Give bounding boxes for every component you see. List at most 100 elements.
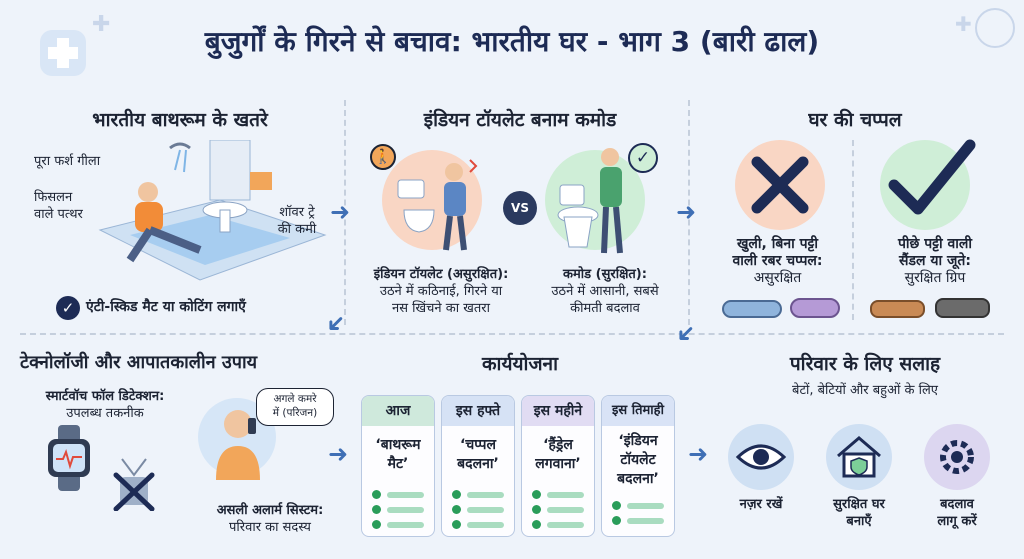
progress-row [612,516,664,525]
apply-change-label: बदलाव लागू करें [912,496,1002,530]
action-card-line-1: ‘चप्पल [460,437,496,453]
alarm-system-line-2: परिवार का सदस्य [229,520,311,535]
action-plan-title: कार्ययोजना [481,353,559,375]
indian-toilet-desc-1: उठने में कठिनाई, गिरने या [379,284,503,299]
rubber-slipper-icon [722,300,782,318]
check-icon: ✓ [56,296,80,320]
progress-row [452,490,504,499]
indian-toilet-illustration [386,150,486,260]
action-card-head: इस तिमाही [602,396,674,426]
deco-plus-icon: ✚ [955,12,972,36]
safe-home-line-1: सुरक्षित घर [833,497,885,512]
check-icon: ✓ [628,143,658,173]
commode-caption: कमोड (सुरक्षित): उठने में आसानी, सबसे की… [530,266,680,317]
gear-icon [924,424,990,490]
deco-plus-icon: ✚ [92,12,111,37]
action-card-week: इस हफ्ते ‘चप्पल बदलना’ [441,395,515,537]
arrow-right-icon: ➜ [330,198,351,226]
check-icon [880,135,980,230]
family-advice-title: परिवार के लिए सलाह [789,353,941,375]
shower-tray-label-1: शॉवर ट्रे [279,205,315,220]
wet-floor-label: पूरा फर्श गीला [34,154,101,169]
indian-toilet-caption: इंडियन टॉयलेट (असुरक्षित): उठने में कठिन… [352,266,530,317]
progress-row [372,490,424,499]
unsafe-slipper-caption: खुली, बिना पट्टी वाली रबर चप्पल: असुरक्ष… [705,236,850,287]
deco-cross-icon [48,47,78,59]
action-card-head: आज [362,396,434,426]
safe-home-line-2: बनाएँ [846,514,872,529]
alarm-system-line-1: असली अलार्म सिस्टम: [216,503,324,518]
safe-sandal-caption: पीछे पट्टी वाली सैंडल या जूते: सुरक्षित … [860,236,1010,287]
action-card-month: इस महीने ‘हैंड्रेल लगवाना’ [521,395,595,537]
apply-change-line-2: लागू करें [937,514,977,529]
arrow-down-left-icon: ➜ [669,316,704,352]
indian-toilet-title: इंडियन टॉयलेट (असुरक्षित): [373,267,509,282]
arrow-right-icon: ➜ [328,440,349,468]
speech-bubble: अगले कमरे में (परिजन) [256,388,334,426]
safe-sandal-line-3: सुरक्षित ग्रिप [904,270,966,286]
family-advice-subtitle: बेटों, बेटियों और बहुओं के लिए [792,383,938,398]
bathroom-illustration [90,139,330,290]
smartwatch-icon [44,425,94,491]
divider [688,100,690,325]
watch-over-label: नज़र रखें [739,497,783,512]
action-card-line-2: मैट’ [387,456,409,472]
indian-toilet-desc-2: नस खिंचने का खतरा [392,301,490,316]
slipper-section-title: घर की चप्पल [808,109,902,131]
action-card-head: इस हफ्ते [442,396,514,426]
commode-title: कमोड (सुरक्षित): [563,267,647,282]
divider [20,333,1004,335]
arrow-right-icon: ➜ [688,440,709,468]
safe-sandal-line-1: पीछे पट्टी वाली [897,236,973,252]
progress-row [372,505,424,514]
commode-desc-2: कीमती बदलाव [570,301,640,316]
technology-section-title: टेक्नोलॉजी और आपातकालीन उपाय [20,352,258,373]
rubber-slipper-icon [790,298,840,318]
home-shield-icon [826,424,892,490]
progress-row [452,505,504,514]
shoe-icon [935,298,990,318]
action-card-line-1: ‘इंडियन [618,433,658,449]
safe-home-label: सुरक्षित घर बनाएँ [806,496,912,530]
shower-tray-label: शॉवर ट्रे की कमी [262,204,332,238]
action-card-line-1: ‘बाथरूम [375,437,421,453]
elder-on-phone-illustration [200,400,280,490]
apply-change-line-1: बदलाव [940,497,974,512]
page-title: बुजुर्गों के गिरने से बचाव: भारतीय घर - … [204,25,820,58]
cross-icon [735,140,825,230]
anti-skid-tip: एंटी-स्किड मैट या कोटिंग लगाएँ [86,299,246,315]
progress-row [532,505,584,514]
unsafe-slipper-line-2: वाली रबर चप्पल: [732,253,823,269]
slippery-stone-label-2: वाले पत्थर [34,207,83,222]
eye-icon [728,424,794,490]
action-card-line-2: लगवाना’ [535,456,581,472]
smartwatch-line-1: स्मार्टवॉच फॉल डिटेक्शन: [45,389,165,404]
progress-row [532,490,584,499]
action-card-line-2: बदलना’ [457,456,499,472]
safe-sandal-line-2: सैंडल या जूते: [899,253,971,269]
shower-tray-label-2: की कमी [277,222,317,237]
divider [852,140,854,320]
commode-desc-1: उठने में आसानी, सबसे [551,284,659,299]
pendant-alarm-icon [106,455,162,512]
divider [344,100,346,325]
action-card-line-3: बदलना’ [617,471,659,487]
smartwatch-line-2: उपलब्ध तकनीक [66,406,144,421]
action-card-quarter: इस तिमाही ‘इंडियन टॉयलेट बदलना’ [601,395,675,537]
speech-bubble-line-2: में (परिजन) [272,407,318,419]
arrow-down-left-icon: ➜ [319,306,354,342]
action-card-line-2: टॉयलेट [620,452,656,468]
bathroom-section-title: भारतीय बाथरूम के खतरे [92,109,268,131]
progress-row [372,520,424,529]
deco-stethoscope-icon [975,8,1015,48]
progress-row [612,501,664,510]
alarm-system-caption: असली अलार्म सिस्टम: परिवार का सदस्य [190,502,350,536]
warning-person-icon: 🚶 [370,144,396,170]
progress-row [452,520,504,529]
smartwatch-caption: स्मार्टवॉच फॉल डिटेक्शन: उपलब्ध तकनीक [20,388,190,422]
arrow-right-icon: ➜ [676,198,697,226]
progress-row [532,520,584,529]
sandal-icon [870,300,925,318]
action-card-line-1: ‘हैंड्रेल [543,437,573,453]
vs-badge: VS [503,191,537,225]
